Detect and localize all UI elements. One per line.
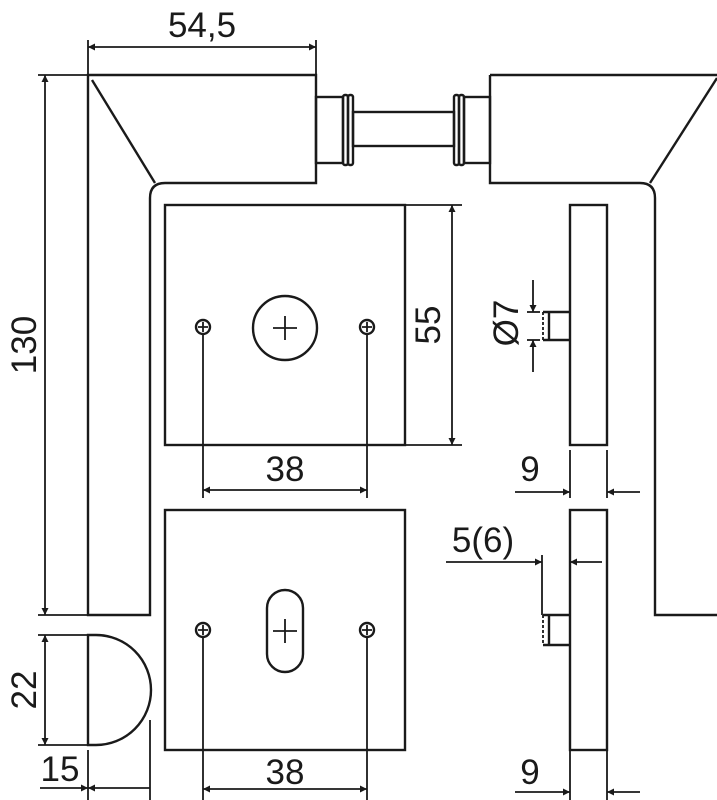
dimension-handle-height: 130 (5, 74, 88, 616)
dimension-handle-length: 54,5 (87, 6, 317, 75)
dimension-label: 130 (5, 316, 44, 374)
spindle-connector (314, 93, 492, 167)
key-rose (163, 508, 407, 752)
center-cross-icon (273, 619, 297, 643)
dimension-label: 15 (41, 750, 80, 789)
dimension-rose-thickness-bottom: 9 (515, 750, 640, 800)
dimension-label: 38 (266, 753, 305, 792)
dimension-screw-spacing-bottom: 38 (202, 637, 368, 800)
dimension-label: 22 (5, 671, 44, 710)
dimension-label: 9 (520, 450, 539, 489)
dimension-label: 5(6) (452, 521, 514, 560)
rose-side-view-top: Ø7 (487, 203, 609, 447)
dimension-screw-spacing-top: 38 (202, 334, 368, 498)
handle-rose (163, 203, 407, 447)
dimension-rose-height: 55 (405, 204, 462, 446)
center-cross-icon (273, 316, 297, 340)
handle-cross-section: 22 15 (5, 633, 153, 800)
left-lever-handle (86, 73, 318, 617)
spindle-hole (251, 294, 319, 362)
dimension-label: 9 (520, 753, 539, 792)
dimension-label: Ø7 (487, 300, 526, 347)
right-lever-handle (488, 73, 717, 617)
rose-side-view-bottom: 5(6) (446, 508, 609, 752)
key-slot (265, 588, 305, 674)
dimension-label: 54,5 (168, 6, 236, 45)
dimension-label: 38 (266, 450, 305, 489)
dimension-rose-thickness-top: 9 (515, 450, 640, 498)
dimension-label: 55 (409, 306, 448, 345)
